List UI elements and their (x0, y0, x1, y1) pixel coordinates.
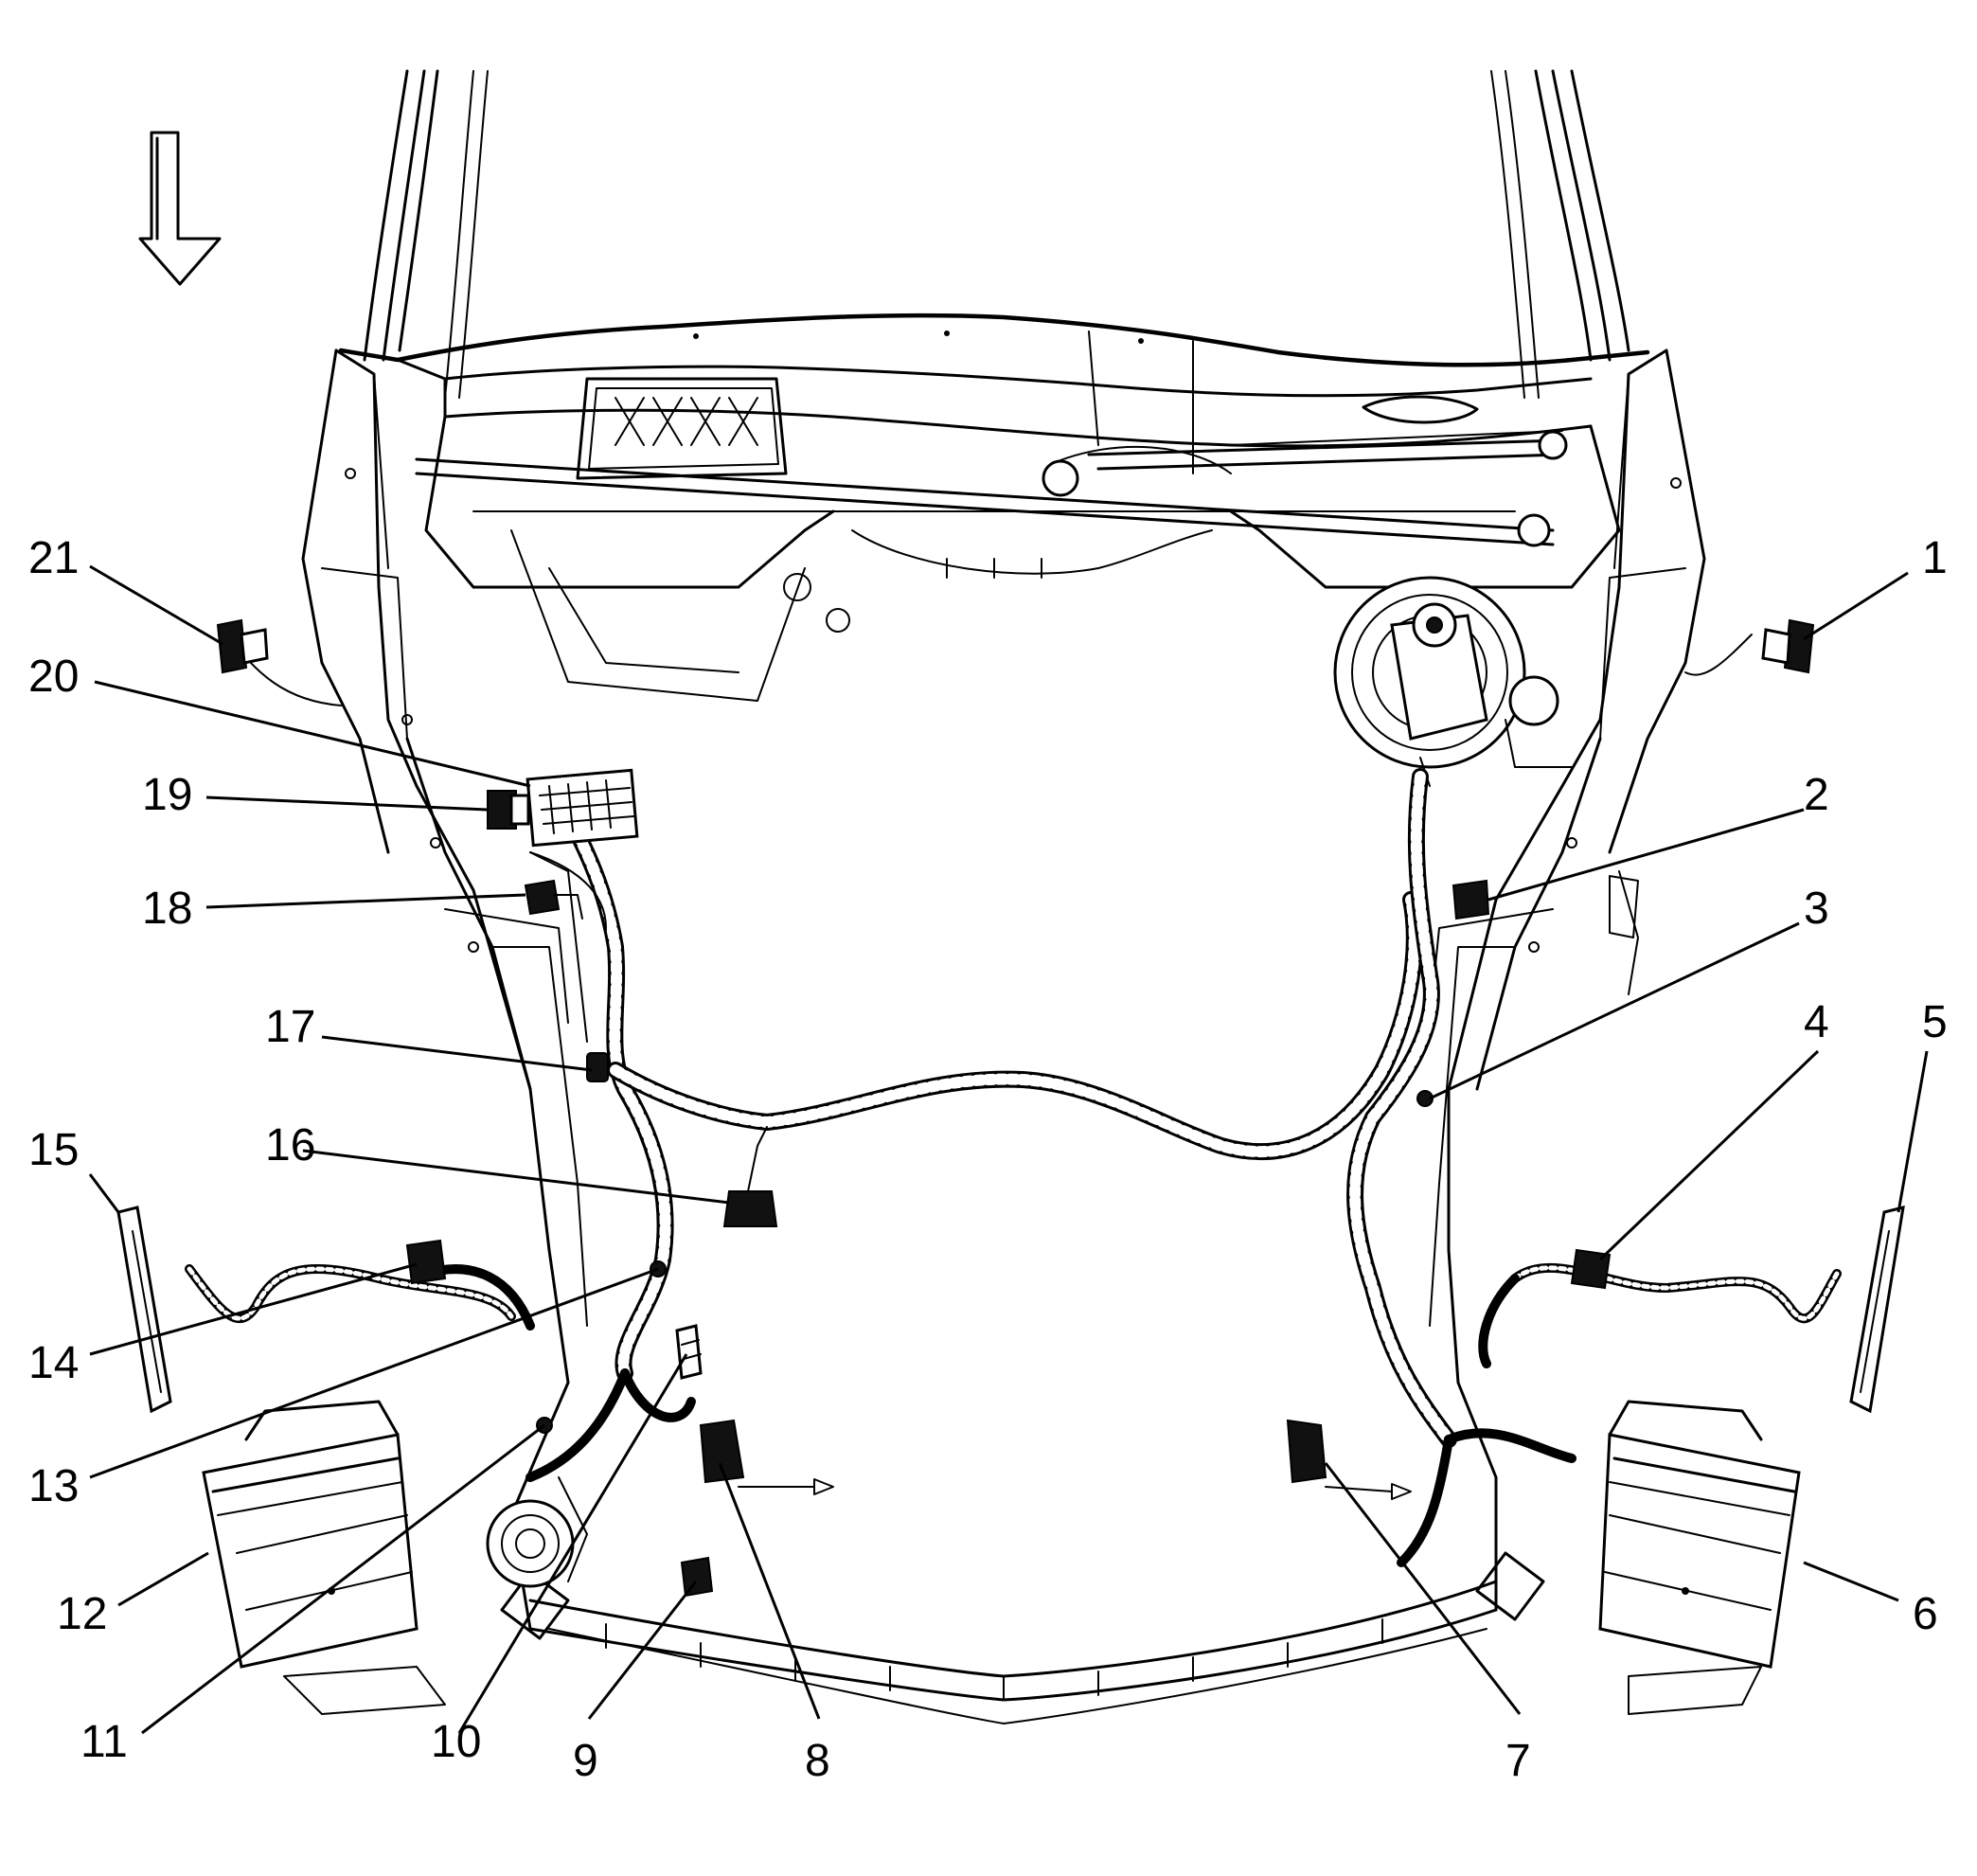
component-2-connector (1452, 879, 1490, 920)
callout-9: 9 (573, 1736, 598, 1786)
callout-10: 10 (431, 1717, 481, 1767)
callout-5: 5 (1922, 997, 1948, 1047)
component-1-connector (1761, 618, 1815, 674)
component-8-horn (699, 1419, 834, 1495)
component-14-connector (405, 1239, 447, 1285)
component-9-connector (680, 1556, 714, 1598)
right-lamp-wiring (1478, 1262, 1842, 1368)
callout-2: 2 (1804, 770, 1829, 820)
callout-11: 11 (80, 1717, 128, 1767)
callout-4: 4 (1804, 997, 1829, 1047)
callout-19: 19 (142, 770, 192, 820)
component-17-connector (586, 1052, 609, 1082)
brake-booster (1333, 576, 1573, 787)
down-arrow-icon (138, 131, 222, 286)
component-11-sensor (675, 1324, 703, 1380)
component-18-connector (524, 879, 583, 920)
callout-8: 8 (805, 1736, 830, 1786)
left-side-marker (116, 1206, 172, 1414)
callout-18: 18 (142, 884, 192, 934)
callout-20: 20 (28, 652, 79, 702)
callout-6: 6 (1913, 1589, 1938, 1639)
wiper-linkage (415, 430, 1568, 547)
component-20-module (525, 768, 639, 848)
callout-17: 17 (265, 1002, 315, 1052)
callout-16: 16 (265, 1120, 315, 1170)
callout-15: 15 (28, 1125, 79, 1175)
callout-7: 7 (1505, 1736, 1531, 1786)
component-21-connector (216, 618, 269, 674)
a-pillar-right (1490, 69, 1630, 399)
callout-13: 13 (28, 1461, 79, 1511)
front-bumper-beam (500, 1475, 1545, 1724)
left-headlamp (202, 1400, 446, 1715)
engine-harness (525, 768, 1576, 1567)
component-19-connector (487, 790, 530, 830)
callout-14: 14 (28, 1338, 79, 1388)
a-pillar-left (363, 69, 489, 399)
left-fender-apron (301, 348, 588, 1517)
component-16-connector (722, 1126, 778, 1227)
left-lamp-wiring (185, 1264, 535, 1331)
right-headlamp (1598, 1400, 1801, 1715)
left-horn-assembly (486, 1476, 588, 1588)
callout-21: 21 (28, 533, 79, 583)
callout-12: 12 (57, 1589, 107, 1639)
right-fender-apron (1429, 348, 1706, 1479)
callout-3: 3 (1804, 884, 1829, 934)
callout-1: 1 (1922, 533, 1948, 583)
leader-lines (88, 564, 1929, 1735)
right-side-marker (1849, 1205, 1905, 1414)
component-7-horn (1286, 1419, 1412, 1500)
